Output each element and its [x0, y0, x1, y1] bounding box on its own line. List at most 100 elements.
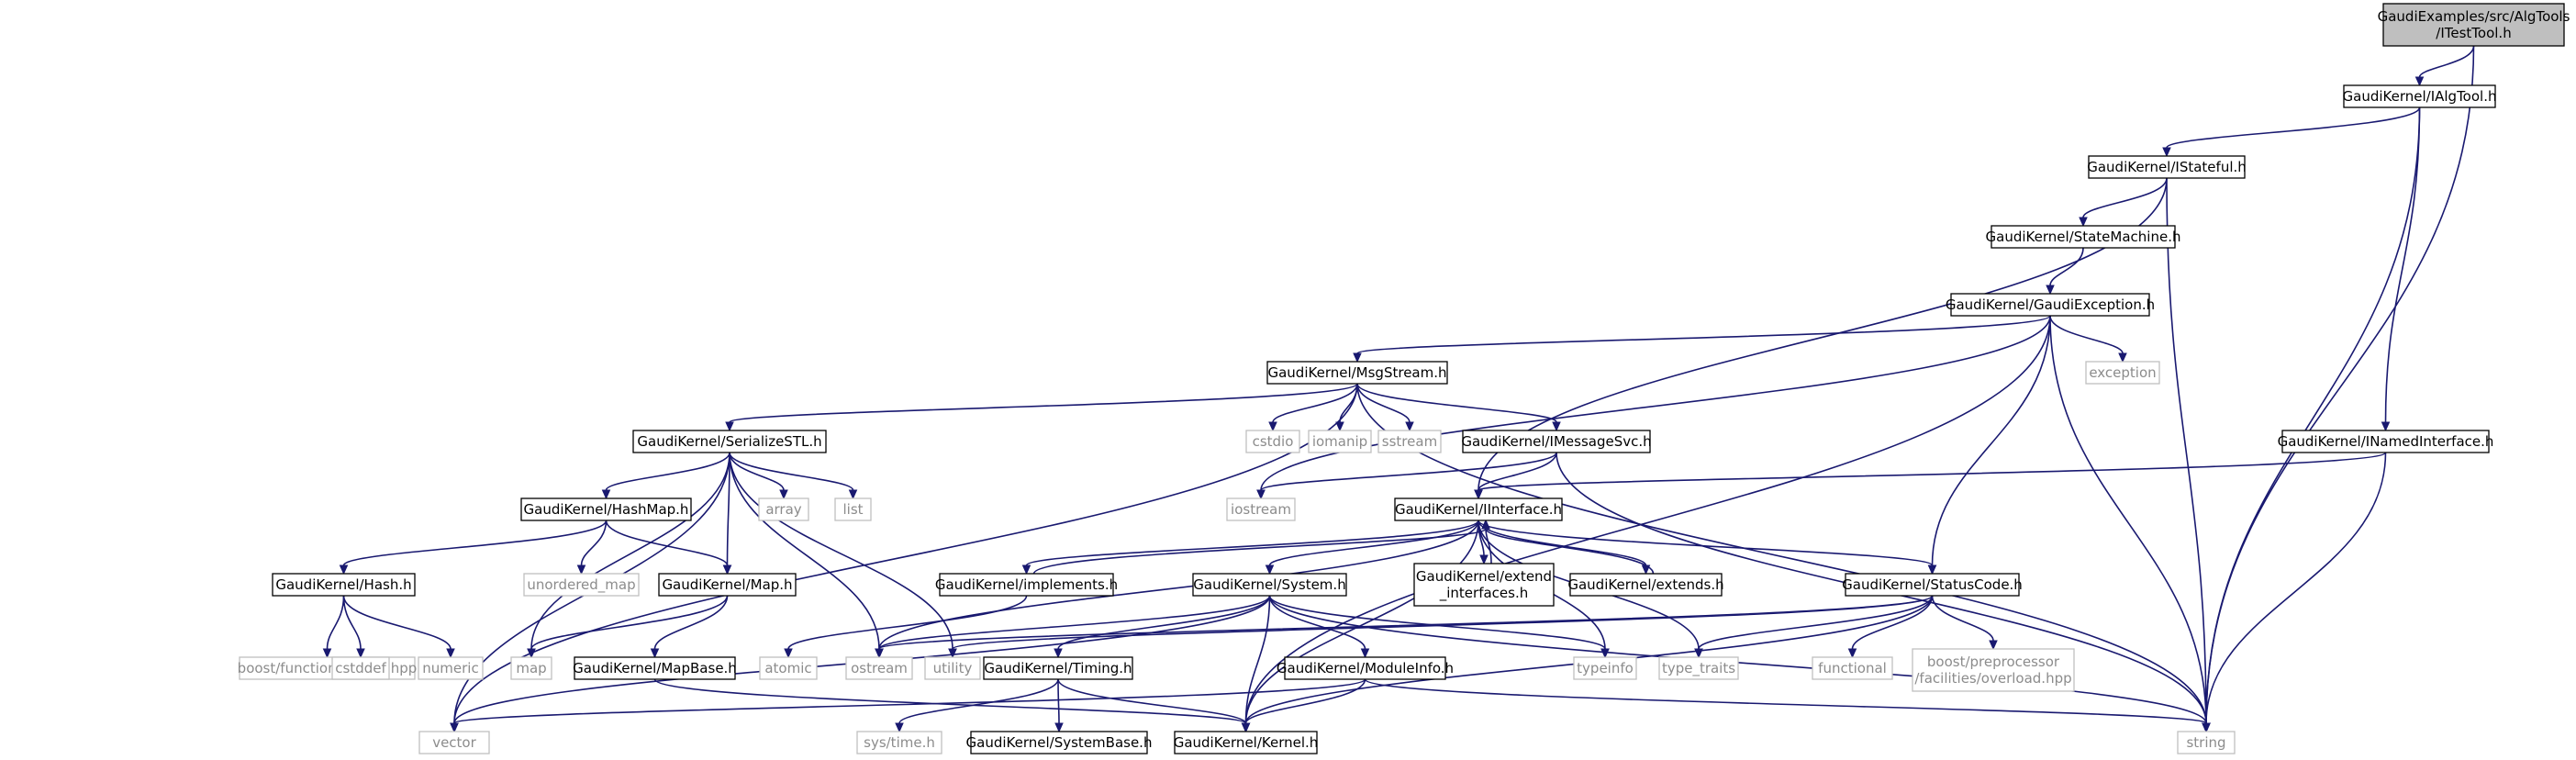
node-label: boost/functional/hash.hpp	[238, 660, 418, 676]
node-label: atomic	[764, 660, 811, 676]
edge-gaudiexception-to-exception	[2049, 315, 2127, 363]
node-vector: vector	[418, 731, 490, 754]
node-mapbase[interactable]: GaudiKernel/MapBase.h	[573, 656, 737, 680]
edge-ialgtool-to-string	[2202, 106, 2421, 733]
node-type-traits: type_traits	[1658, 656, 1739, 680]
node-msgstream[interactable]: GaudiKernel/MsgStream.h	[1266, 361, 1448, 385]
node-root[interactable]: GaudiExamples/src/AlgTools/ITestTool.h	[2378, 3, 2570, 47]
edge-istateful-to-string	[2166, 177, 2211, 733]
node-box	[1950, 293, 2150, 317]
node-utility: utility	[924, 656, 981, 680]
edge-moduleinfo-to-string	[1364, 678, 2211, 733]
edge-system-to-timing	[1054, 595, 1271, 659]
node-label: GaudiKernel/extends.h	[1567, 576, 1723, 593]
node-box	[2085, 361, 2160, 385]
node-box	[1845, 573, 2020, 597]
node-label: GaudiKernel/Kernel.h	[1174, 734, 1319, 751]
node-label: map	[516, 660, 546, 676]
node-extend-interfaces[interactable]: GaudiKernel/extend_interfaces.h	[1413, 563, 1555, 607]
edge-serializestl-to-ostream	[729, 452, 884, 659]
node-label: exception	[2089, 364, 2156, 381]
edge-serializestl-to-array	[729, 452, 788, 500]
node-ialgtool[interactable]: GaudiKernel/IAlgTool.h	[2343, 84, 2497, 108]
edge-timing-to-systime	[895, 678, 1059, 733]
node-extends[interactable]: GaudiKernel/extends.h	[1567, 573, 1724, 597]
node-systembase[interactable]: GaudiKernel/SystemBase.h	[966, 731, 1153, 754]
edge-map-h-to-mapbase	[650, 595, 729, 659]
node-label: GaudiKernel/IInterface.h	[1395, 501, 1562, 518]
node-box	[924, 656, 981, 680]
node-box	[1573, 656, 1637, 680]
node-moduleinfo[interactable]: GaudiKernel/ModuleInfo.h	[1277, 656, 1454, 680]
node-box	[1462, 430, 1651, 453]
node-box	[658, 573, 797, 597]
node-sstream: sstream	[1377, 430, 1442, 453]
edge-moduleinfo-to-vector	[450, 678, 1366, 733]
node-map: map	[510, 656, 552, 680]
node-box	[1245, 430, 1300, 453]
node-label: GaudiKernel/SystemBase.h	[966, 734, 1153, 751]
node-box	[1174, 731, 1318, 754]
node-iinterface[interactable]: GaudiKernel/IInterface.h	[1394, 497, 1563, 521]
node-exception: exception	[2085, 361, 2160, 385]
node-box	[331, 656, 390, 680]
edge-hash-to-boosthash	[322, 595, 345, 659]
node-label: GaudiKernel/HashMap.h	[524, 501, 689, 518]
node-label: unordered_map	[527, 576, 635, 594]
node-label: sstream	[1382, 433, 1437, 450]
node-box	[1991, 225, 2176, 249]
edge-map-h-to-map	[527, 595, 729, 659]
edge-imessagesvc-to-iinterface	[1474, 452, 1557, 500]
node-label: type_traits	[1662, 660, 1735, 677]
node-implements[interactable]: GaudiKernel/implements.h	[935, 573, 1118, 597]
node-box	[759, 656, 818, 680]
edges-layer	[322, 45, 2475, 733]
node-label: GaudiExamples/src/AlgTools	[2378, 8, 2570, 25]
node-label: ostream	[851, 660, 908, 676]
node-kernel[interactable]: GaudiKernel/Kernel.h	[1174, 731, 1319, 754]
node-ostream: ostream	[845, 656, 913, 680]
node-boostpp: boost/preprocessor/facilities/overload.h…	[1912, 648, 2075, 692]
node-inamedinterface[interactable]: GaudiKernel/INamedInterface.h	[2278, 430, 2494, 453]
node-box	[520, 497, 692, 521]
node-label: GaudiKernel/extend	[1416, 568, 1552, 585]
node-system[interactable]: GaudiKernel/System.h	[1192, 573, 1347, 597]
edge-serializestl-to-list	[729, 452, 858, 500]
node-box	[1413, 563, 1555, 607]
node-hashmap[interactable]: GaudiKernel/HashMap.h	[520, 497, 692, 521]
node-systime: sys/time.h	[856, 731, 942, 754]
node-box	[1226, 497, 1296, 521]
node-label: utility	[933, 660, 973, 676]
edge-gaudiexception-to-statuscode	[1927, 315, 2051, 576]
node-statemachine[interactable]: GaudiKernel/StateMachine.h	[1986, 225, 2181, 249]
node-serializestl[interactable]: GaudiKernel/SerializeSTL.h	[632, 430, 827, 453]
edge-msgstream-to-sstream	[1356, 383, 1414, 432]
node-timing[interactable]: GaudiKernel/Timing.h	[983, 656, 1133, 680]
node-box	[1912, 648, 2075, 692]
edge-iinterface-to-implements	[1021, 520, 1479, 576]
edge-statuscode-to-utility	[948, 595, 1934, 659]
node-box	[2088, 155, 2246, 179]
node-statuscode[interactable]: GaudiKernel/StatusCode.h	[1842, 573, 2023, 597]
node-box	[970, 731, 1148, 754]
node-hash[interactable]: GaudiKernel/Hash.h	[272, 573, 416, 597]
edge-serializestl-to-map	[527, 452, 730, 659]
edge-hash-to-numeric	[342, 595, 455, 659]
node-map-h[interactable]: GaudiKernel/Map.h	[658, 573, 797, 597]
node-box	[510, 656, 552, 680]
node-label: GaudiKernel/IAlgTool.h	[2343, 88, 2497, 105]
node-istateful[interactable]: GaudiKernel/IStateful.h	[2087, 155, 2247, 179]
node-label: GaudiKernel/GaudiException.h	[1946, 296, 2155, 313]
node-label: numeric	[422, 660, 478, 676]
node-box	[1377, 430, 1442, 453]
node-label: iomanip	[1312, 433, 1367, 450]
node-list: list	[834, 497, 872, 521]
node-atomic: atomic	[759, 656, 818, 680]
node-imessagesvc[interactable]: GaudiKernel/IMessageSvc.h	[1461, 430, 1652, 453]
edge-hash-to-cstddef	[342, 595, 365, 659]
node-box	[1658, 656, 1739, 680]
edge-gaudiexception-to-iostream	[1256, 315, 2051, 500]
node-gaudiexception[interactable]: GaudiKernel/GaudiException.h	[1946, 293, 2155, 317]
node-box	[272, 573, 416, 597]
